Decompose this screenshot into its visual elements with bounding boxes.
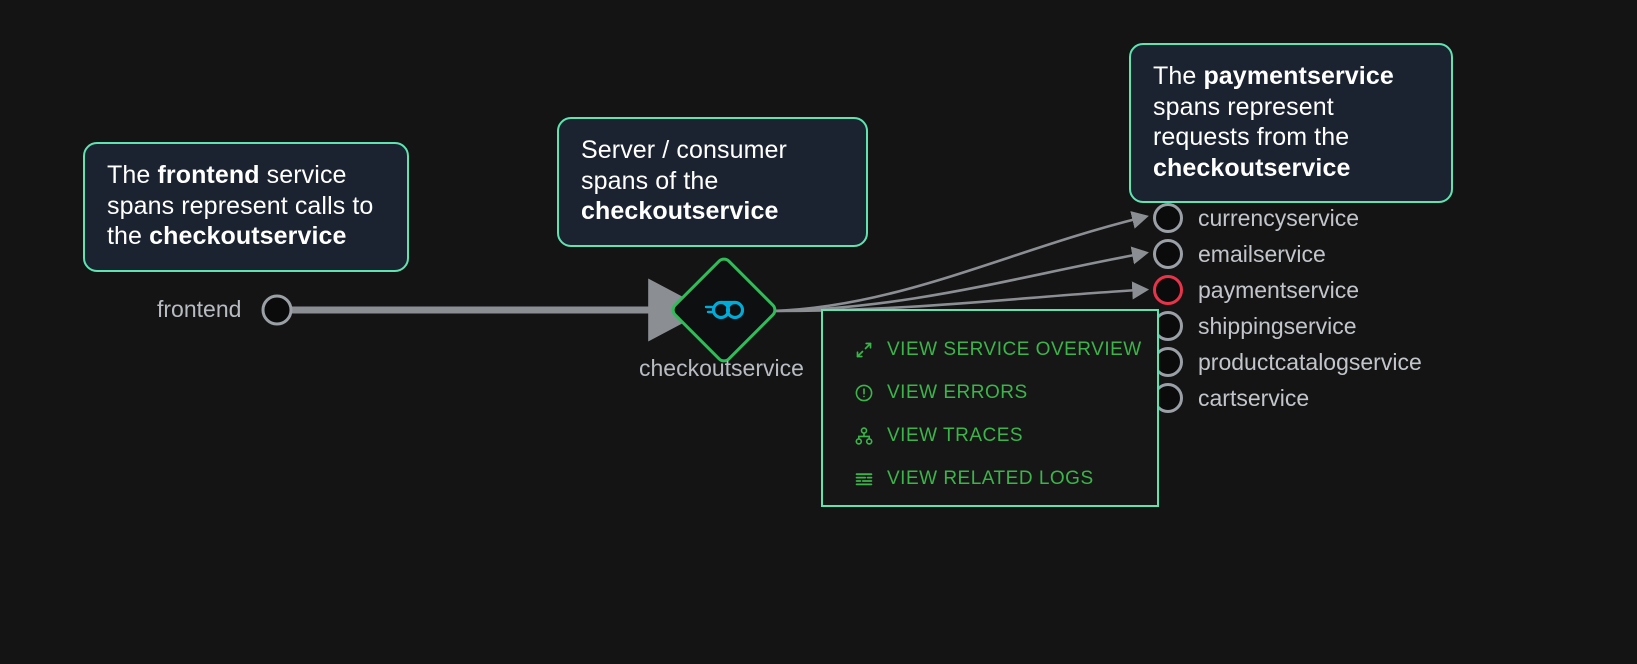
service-name-label: emailservice xyxy=(1198,240,1326,267)
service-node-dot[interactable] xyxy=(1153,239,1183,269)
list-item[interactable]: paymentservice xyxy=(1153,272,1422,308)
list-item[interactable]: currencyservice xyxy=(1153,200,1422,236)
node-label-frontend: frontend xyxy=(157,296,242,322)
expand-diagonal-icon xyxy=(853,339,875,361)
menu-item-view-errors[interactable]: VIEW ERRORS xyxy=(823,371,1157,414)
menu-item-view-traces[interactable]: VIEW TRACES xyxy=(823,414,1157,457)
service-name-label: productcatalogservice xyxy=(1198,348,1422,375)
service-name-label: paymentservice xyxy=(1198,276,1360,303)
callout-checkoutservice: Server / consumer spans of the checkouts… xyxy=(557,117,868,247)
service-name-label: shippingservice xyxy=(1198,312,1357,339)
logs-lines-icon xyxy=(853,468,875,490)
service-name-label: cartservice xyxy=(1198,384,1310,411)
node-checkoutservice[interactable] xyxy=(670,256,777,363)
list-item[interactable]: shippingservice xyxy=(1153,308,1422,344)
node-frontend[interactable] xyxy=(261,294,293,326)
downstream-service-list: currencyservice emailservice paymentserv… xyxy=(1153,200,1422,416)
list-item[interactable]: productcatalogservice xyxy=(1153,344,1422,380)
menu-item-label: VIEW SERVICE OVERVIEW xyxy=(887,338,1142,360)
menu-item-view-service-overview[interactable]: VIEW SERVICE OVERVIEW xyxy=(823,328,1157,371)
menu-item-label: VIEW ERRORS xyxy=(887,381,1028,403)
service-node-dot-error[interactable] xyxy=(1153,275,1183,305)
callout-paymentservice: The paymentservice spans represent reque… xyxy=(1129,43,1453,203)
callout-frontend: The frontend service spans represent cal… xyxy=(83,142,409,272)
list-item[interactable]: cartservice xyxy=(1153,380,1422,416)
exclamation-circle-icon xyxy=(853,382,875,404)
go-logo-icon xyxy=(704,300,745,320)
service-node-dot[interactable] xyxy=(1153,203,1183,233)
node-label-checkoutservice: checkoutservice xyxy=(639,355,804,381)
service-context-menu[interactable]: VIEW SERVICE OVERVIEW VIEW ERRORS xyxy=(821,309,1159,507)
list-item[interactable]: emailservice xyxy=(1153,236,1422,272)
menu-item-label: VIEW RELATED LOGS xyxy=(887,467,1094,489)
edge-checkoutservice-to-emailservice xyxy=(771,246,1149,313)
service-name-label: currencyservice xyxy=(1198,204,1360,231)
sitemap-icon xyxy=(853,425,875,447)
menu-item-label: VIEW TRACES xyxy=(887,424,1024,446)
menu-item-view-related-logs[interactable]: VIEW RELATED LOGS xyxy=(823,457,1157,500)
edge-checkoutservice-to-currencyservice xyxy=(771,211,1149,313)
